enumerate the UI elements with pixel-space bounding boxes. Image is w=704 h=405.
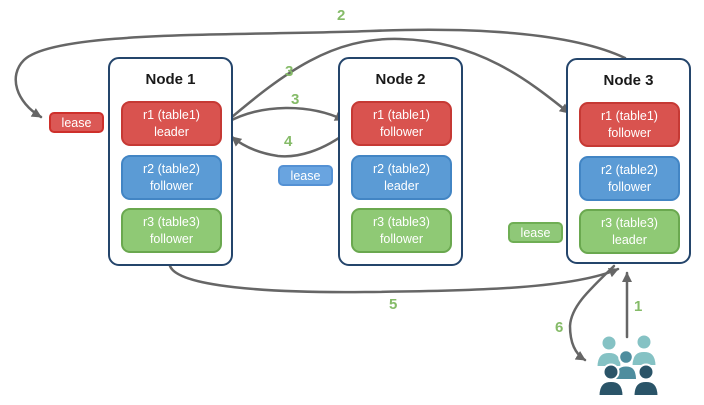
step-label-3b: 3 [291,91,300,108]
lease-badge-green: lease [508,222,563,243]
replica-role: follower [607,179,652,194]
node-title: Node 2 [375,71,426,88]
replica-r3-node1: r3 (table3) follower [121,208,222,253]
replica-role: follower [149,178,194,193]
replica-role: follower [149,231,194,246]
replica-r1-node1: r1 (table1) leader [121,101,222,146]
step-label-4: 4 [284,133,293,150]
replica-name: r2 (table2) [143,162,200,177]
replica-role: follower [607,125,652,140]
node-2: Node 2 r1 (table1) follower r2 (table2) … [338,57,463,266]
replica-role: leader [612,232,647,247]
replica-role: leader [384,178,419,193]
step-label-6: 6 [555,319,564,336]
replica-name: r2 (table2) [373,162,430,177]
node-title: Node 1 [145,71,196,88]
lease-badge-blue: lease [278,165,333,186]
lease-badge-red: lease [49,112,104,133]
arrow-step-3-leader-to-node3 [224,37,571,124]
replica-r2-node2: r2 (table2) leader [351,155,452,200]
replica-role: follower [379,124,424,139]
node-1: Node 1 r1 (table1) leader r2 (table2) fo… [108,57,233,266]
arrow-step-5-node1-to-node3 [168,264,620,294]
replica-name: r3 (table3) [601,216,658,231]
replica-r1-node2: r1 (table1) follower [351,101,452,146]
step-label-3a: 3 [285,63,294,80]
arrow-step-6-node3-to-users [568,264,616,362]
arrow-step-4-node2-to-leader [230,128,352,158]
replica-r1-node3: r1 (table1) follower [579,102,680,147]
step-label-5: 5 [389,296,398,313]
arrow-step-3-leader-to-node2 [224,106,346,125]
replica-name: r3 (table3) [143,215,200,230]
step-label-1: 1 [634,298,643,315]
replica-name: r1 (table1) [601,109,658,124]
replica-r3-node3: r3 (table3) leader [579,209,680,254]
replica-r3-node2: r3 (table3) follower [351,208,452,253]
replica-role: follower [379,231,424,246]
arrow-step-2-node3-to-lease [14,28,627,119]
replica-name: r1 (table1) [373,108,430,123]
replica-name: r1 (table1) [143,108,200,123]
replica-name: r3 (table3) [373,215,430,230]
replica-r2-node1: r2 (table2) follower [121,155,222,200]
users-icon [595,334,660,397]
node-title: Node 3 [603,72,654,89]
replica-name: r2 (table2) [601,163,658,178]
replica-role: leader [154,124,189,139]
step-label-2: 2 [337,7,346,24]
node-3: Node 3 r1 (table1) follower r2 (table2) … [566,58,691,264]
replica-r2-node3: r2 (table2) follower [579,156,680,201]
